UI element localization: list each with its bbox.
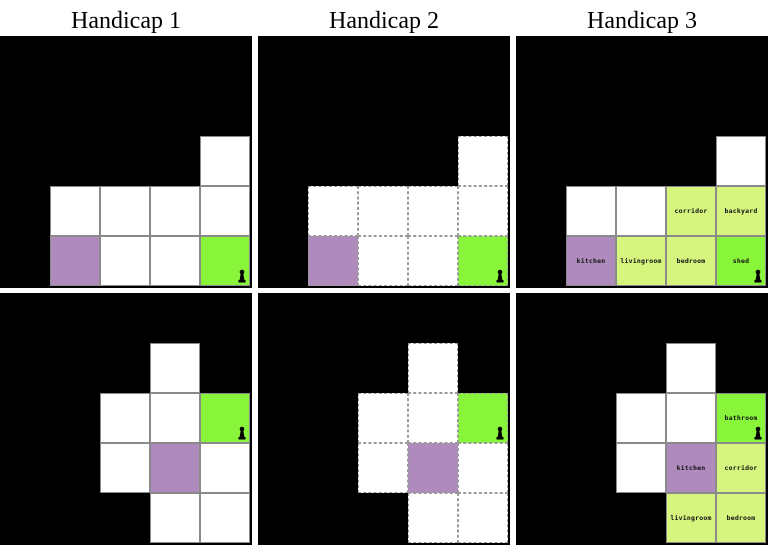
room-cell (616, 186, 666, 236)
start-room-cell (150, 443, 200, 493)
room-cell (358, 186, 408, 236)
room-cell-bedroom: bedroom (666, 236, 716, 286)
room-cell-corridor: corridor (716, 443, 766, 493)
room-label: kitchen (576, 257, 606, 265)
room-cell-backyard: backyard (716, 186, 766, 236)
room-cell (458, 443, 508, 493)
pawn-icon (754, 426, 762, 440)
room-cell (100, 236, 150, 286)
room-cell-shed: shed (716, 236, 766, 286)
map-row1-handicap2 (258, 36, 510, 288)
map-row1-handicap1 (0, 36, 252, 288)
room-cell (200, 136, 250, 186)
room-cell (458, 493, 508, 543)
room-cell (458, 136, 508, 186)
map-row1-handicap3: corridor backyard kitchen livingroom bed… (516, 36, 768, 288)
room-cell-livingroom: livingroom (666, 493, 716, 543)
room-label: bedroom (676, 257, 706, 265)
room-cell (308, 186, 358, 236)
room-cell (358, 393, 408, 443)
room-cell (150, 186, 200, 236)
room-cell (100, 443, 150, 493)
room-cell (358, 236, 408, 286)
room-label: corridor (724, 464, 758, 472)
pawn-icon (238, 269, 246, 283)
room-cell-livingroom: livingroom (616, 236, 666, 286)
room-label: livingroom (620, 257, 662, 265)
pawn-icon (496, 426, 504, 440)
current-room-cell (200, 236, 250, 286)
room-cell-kitchen: kitchen (566, 236, 616, 286)
room-cell (150, 493, 200, 543)
room-cell (150, 343, 200, 393)
room-cell (358, 443, 408, 493)
room-label: kitchen (676, 464, 706, 472)
room-cell (200, 493, 250, 543)
room-cell-kitchen: kitchen (666, 443, 716, 493)
room-cell (100, 393, 150, 443)
map-row2-handicap1 (0, 293, 252, 545)
room-cell (150, 393, 200, 443)
start-room-cell (50, 236, 100, 286)
room-label: bedroom (726, 514, 756, 522)
start-room-cell (408, 443, 458, 493)
col-title-1: Handicap 1 (71, 8, 181, 34)
room-cell (616, 443, 666, 493)
room-cell (150, 236, 200, 286)
pawn-icon (496, 269, 504, 283)
room-label: backyard (724, 207, 758, 215)
room-label: bathroom (724, 414, 758, 422)
room-cell-bathroom: bathroom (716, 393, 766, 443)
room-cell (458, 186, 508, 236)
room-label: livingroom (670, 514, 712, 522)
room-cell (50, 186, 100, 236)
room-cell (408, 393, 458, 443)
current-room-cell (458, 393, 508, 443)
room-cell (200, 443, 250, 493)
room-cell (408, 186, 458, 236)
room-cell (566, 186, 616, 236)
room-label: shed (732, 257, 750, 265)
room-cell (666, 343, 716, 393)
room-cell (408, 493, 458, 543)
room-cell (716, 136, 766, 186)
map-row2-handicap2 (258, 293, 510, 545)
col-title-2: Handicap 2 (329, 8, 439, 34)
current-room-cell (458, 236, 508, 286)
room-cell-bedroom: bedroom (716, 493, 766, 543)
map-row2-handicap3: bathroom kitchen corridor livingroom bed… (516, 293, 768, 545)
room-cell (200, 186, 250, 236)
pawn-icon (754, 269, 762, 283)
current-room-cell (200, 393, 250, 443)
pawn-icon (238, 426, 246, 440)
room-cell (408, 236, 458, 286)
room-cell (408, 343, 458, 393)
col-title-3: Handicap 3 (587, 8, 697, 34)
room-cell (666, 393, 716, 443)
start-room-cell (308, 236, 358, 286)
room-label: corridor (674, 207, 708, 215)
room-cell (100, 186, 150, 236)
room-cell-corridor: corridor (666, 186, 716, 236)
room-cell (616, 393, 666, 443)
